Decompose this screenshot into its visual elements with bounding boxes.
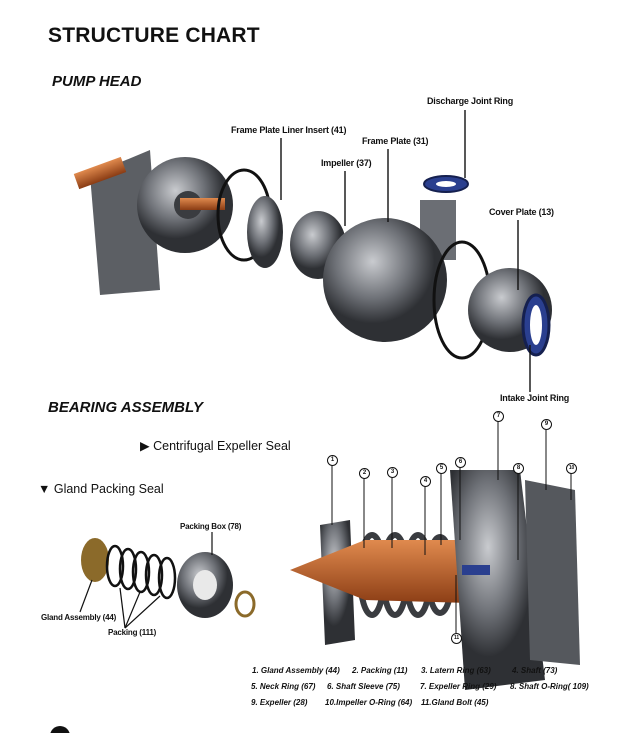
page-title: STRUCTURE CHART bbox=[48, 24, 260, 47]
callout-7: 7 bbox=[493, 411, 504, 422]
label-frame-plate: Frame Plate (31) bbox=[362, 136, 429, 146]
legend-item: 11.Gland Bolt (45) bbox=[421, 698, 489, 707]
frame-plate-drawing bbox=[323, 175, 469, 342]
legend-item: 10.Impeller O-Ring (64) bbox=[325, 698, 413, 707]
pump-head-heading: PUMP HEAD bbox=[52, 73, 142, 90]
callout-5: 5 bbox=[436, 463, 447, 474]
label-packing-box: Packing Box (78) bbox=[180, 522, 242, 531]
bearing-assembly-drawing bbox=[290, 470, 580, 690]
centrifugal-expeller-seal-label: Centrifugal Expeller Seal bbox=[153, 439, 291, 453]
bearing-assembly-heading: BEARING ASSEMBLY bbox=[48, 399, 204, 416]
callout-6: 6 bbox=[455, 457, 466, 468]
centrifugal-expeller-seal-heading: ▶ Centrifugal Expeller Seal bbox=[140, 438, 291, 453]
gland-leader-lines bbox=[79, 532, 213, 629]
legend-item: 1. Gland Assembly (44) bbox=[252, 666, 340, 675]
triangle-down-icon: ▼ bbox=[38, 482, 51, 496]
callout-8: 8 bbox=[513, 463, 524, 474]
label-gland-assembly: Gland Assembly (44) bbox=[41, 613, 117, 622]
triangle-right-icon: ▶ bbox=[140, 439, 150, 453]
label-impeller: Impeller (37) bbox=[321, 158, 372, 168]
legend-item: 6. Shaft Sleeve (75) bbox=[327, 682, 400, 691]
legend-item: 7. Expeller Ring (29) bbox=[420, 682, 497, 691]
frame-plate-liner-insert-drawing bbox=[247, 196, 283, 268]
label-discharge-joint-ring: Discharge Joint Ring bbox=[427, 96, 514, 106]
callout-1: 1 bbox=[327, 455, 338, 466]
callout-4: 4 bbox=[420, 476, 431, 487]
callout-9: 9 bbox=[541, 419, 552, 430]
legend-item: 3. Latern Ring (63) bbox=[421, 666, 491, 675]
legend-item: 2. Packing (11) bbox=[352, 666, 408, 675]
legend-item: 8. Shaft O-Ring( 109) bbox=[510, 682, 589, 691]
gland-packing-seal-label: Gland Packing Seal bbox=[53, 482, 164, 496]
label-frame-plate-liner-insert: Frame Plate Liner Insert (41) bbox=[231, 125, 347, 135]
legend-item: 5. Neck Ring (67) bbox=[251, 682, 316, 691]
gland-packing-seal-heading: ▼ Gland Packing Seal bbox=[38, 482, 164, 496]
bearing-callouts bbox=[331, 420, 572, 633]
legend-item: 9. Expeller (28) bbox=[251, 698, 308, 707]
callout-3: 3 bbox=[387, 467, 398, 478]
bearing-frame-drawing bbox=[73, 150, 233, 295]
label-intake-joint-ring: Intake Joint Ring bbox=[500, 393, 570, 403]
pump-head-leader-lines bbox=[280, 110, 531, 392]
callout-2: 2 bbox=[359, 468, 370, 479]
legend-item: 4. Shaft (73) bbox=[512, 666, 558, 675]
callout-10: 10 bbox=[566, 463, 577, 474]
label-cover-plate: Cover Plate (13) bbox=[489, 207, 554, 217]
gland-packing-drawing bbox=[81, 538, 256, 618]
cover-plate-drawing bbox=[468, 268, 552, 357]
callout-11: 11 bbox=[451, 633, 462, 644]
bullet-circle-icon bbox=[50, 726, 70, 733]
label-packing: Packing (111) bbox=[108, 628, 157, 637]
